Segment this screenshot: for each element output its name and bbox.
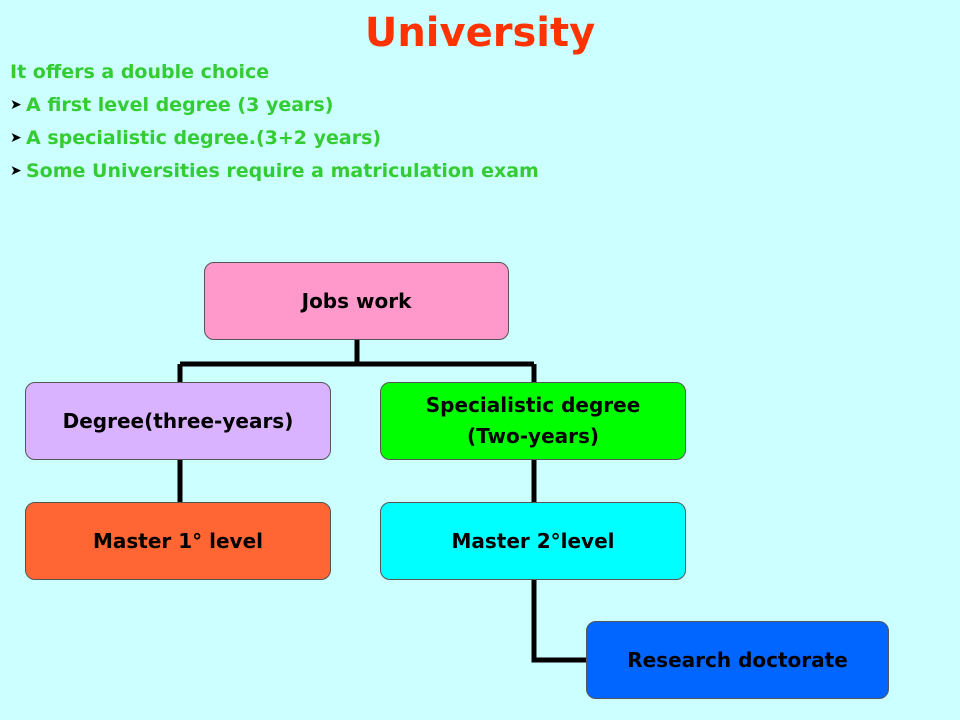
bullet-text: A first level degree (3 years) <box>26 94 334 116</box>
bullet-item: ➤A specialistic degree.(3+2 years) <box>10 122 539 155</box>
node-label: Research doctorate <box>627 647 848 672</box>
arrow-bullet-icon: ➤ <box>10 130 22 146</box>
connector-master2-research <box>531 580 586 663</box>
bullet-text: A specialistic degree.(3+2 years) <box>26 127 382 149</box>
node-label: Master 1° level <box>92 528 263 553</box>
node-degree-three-years: Degree(three-years) <box>25 382 331 460</box>
node-master-2-level: Master 2°level <box>380 502 686 580</box>
connector-root-branch <box>177 340 537 382</box>
node-label-line2: (Two-years) <box>466 424 600 448</box>
node-label-line1: Specialistic degree <box>425 393 641 417</box>
arrow-bullet-icon: ➤ <box>10 97 22 113</box>
page-title: University <box>364 10 596 56</box>
node-master-1-level: Master 1° level <box>25 502 331 580</box>
arrow-bullet-icon: ➤ <box>10 163 22 179</box>
node-label: Master 2°level <box>451 528 615 553</box>
node-label: Degree(three-years) <box>62 408 294 433</box>
node-specialistic-degree: Specialistic degree (Two-years) <box>380 382 686 460</box>
bullet-list: ➤A first level degree (3 years) ➤A speci… <box>10 89 539 188</box>
intro-text: It offers a double choice <box>10 61 270 83</box>
node-label: Jobs work <box>301 288 412 313</box>
node-jobs-work: Jobs work <box>204 262 509 340</box>
bullet-text: Some Universities require a matriculatio… <box>26 160 539 182</box>
bullet-item: ➤Some Universities require a matriculati… <box>10 155 539 188</box>
node-research-doctorate: Research doctorate <box>586 621 889 699</box>
bullet-item: ➤A first level degree (3 years) <box>10 89 539 122</box>
